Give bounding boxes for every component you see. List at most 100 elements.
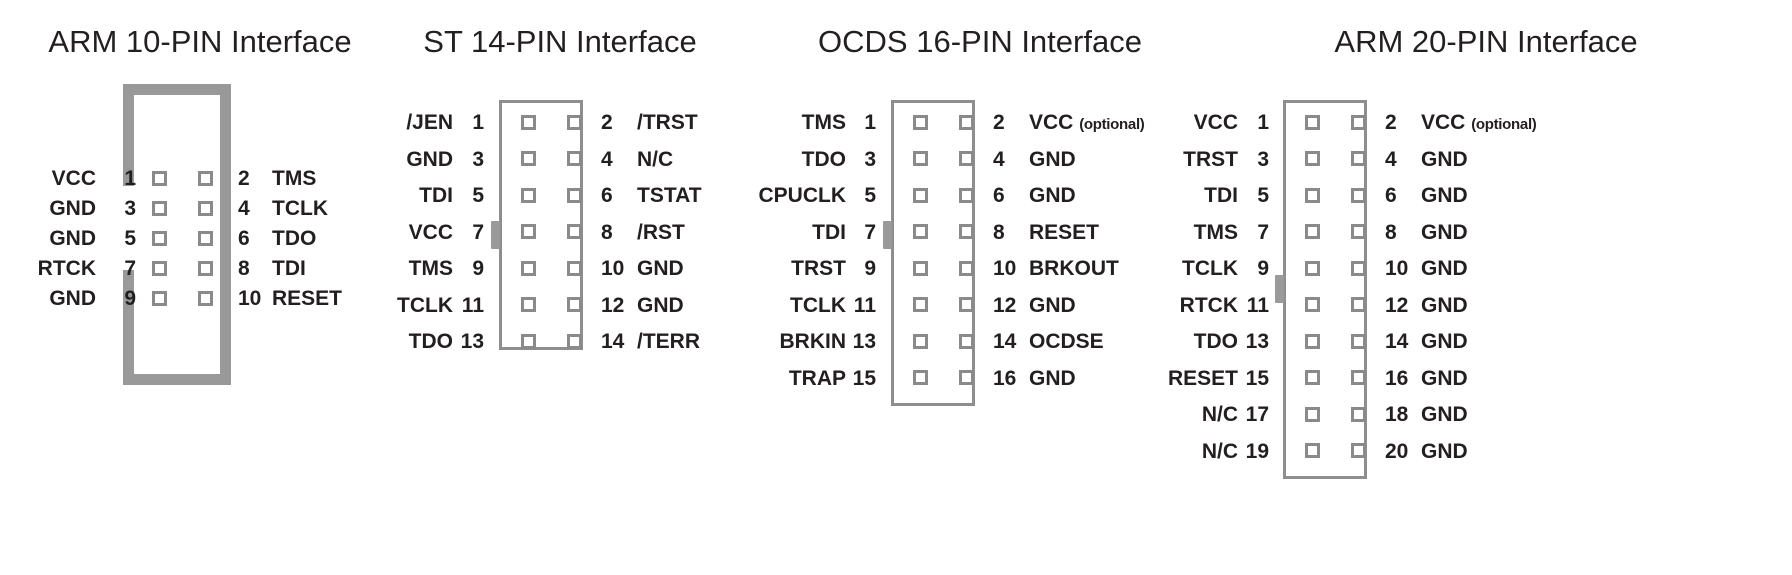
pin-signal-left: VCC [51, 167, 96, 190]
pin-number-left: 7 [472, 220, 484, 244]
pin-signal-right-text: RESET [272, 287, 343, 310]
pin-pad [152, 230, 167, 246]
pin-number-right: 14 [993, 330, 1017, 353]
pin-signal-right: GND [1421, 368, 1468, 389]
pin-signal-right: TSTAT [637, 185, 702, 206]
pin-pad [567, 224, 582, 239]
pin-pad [567, 260, 582, 276]
pin-pad [521, 224, 536, 239]
pin-pad [1351, 224, 1366, 239]
pin-number-left: 13 [1245, 330, 1269, 353]
pin-number-left: 11 [853, 293, 876, 317]
pin-number-left: 9 [472, 257, 484, 280]
pin-pad [198, 260, 213, 276]
pin-pad [1305, 333, 1320, 349]
pin-signal-right: GND [1421, 295, 1468, 316]
pin-signal-left: RTCK [37, 257, 96, 280]
connector-panel-1: ARM 10-PIN Interface [0, 0, 400, 575]
pin-pad [913, 151, 928, 166]
pin-signal-left: RTCK [1179, 293, 1238, 317]
connector-panel-2: ST 14-PIN Interface [380, 0, 740, 575]
pin-pad [1305, 406, 1320, 422]
pin-pad [959, 114, 974, 130]
pin-pad [1305, 114, 1320, 130]
pin-signal-right: /TERR [637, 331, 700, 352]
pin-number-right: 16 [1385, 366, 1409, 390]
pin-number-right: 8 [601, 220, 613, 244]
pin-signal-right: RESET [1029, 222, 1099, 243]
pin-signal-right-text: VCC [1421, 111, 1466, 134]
pin-signal-left: VCC [1193, 111, 1238, 134]
pin-signal-right: RESET [272, 288, 342, 309]
pin-number-right: 10 [238, 287, 262, 310]
connector-notch [1275, 275, 1284, 303]
pin-signal-right-text: GND [1421, 220, 1468, 244]
pin-pad [1305, 297, 1320, 312]
pin-signal-right: GND [1421, 258, 1468, 279]
pin-pad [198, 170, 213, 186]
pin-pad [567, 187, 582, 203]
pin-signal-right-text: GND [1029, 147, 1076, 171]
pin-number-right: 2 [601, 111, 613, 134]
pin-pad [1351, 297, 1366, 312]
pin-pad [959, 333, 974, 349]
pin-signal-right-text: GND [1029, 184, 1076, 207]
pin-number-left: 7 [864, 220, 876, 244]
pin-pad [1305, 370, 1320, 385]
pin-pad [198, 290, 213, 306]
pin-number-left: 11 [461, 293, 484, 317]
pin-signal-right: GND [1421, 149, 1468, 170]
pin-signal-left: BRKIN [779, 330, 847, 353]
pin-signal-right-text: GND [1421, 184, 1468, 207]
pin-signal-left: TRST [1183, 147, 1238, 171]
pin-number-right: 6 [601, 184, 613, 207]
connector-panel-3: OCDS 16-PIN Interface [770, 0, 1190, 575]
pin-signal-left: TCLK [790, 293, 846, 317]
pin-number-right: 6 [238, 227, 250, 250]
pin-number-right: 2 [1385, 111, 1397, 134]
pin-number-right: 20 [1385, 439, 1409, 463]
pin-pad [913, 224, 928, 239]
pin-signal-left: CPUCLK [758, 184, 847, 207]
connector-title: OCDS 16-PIN Interface [818, 24, 1142, 59]
pin-number-right: 10 [993, 257, 1017, 280]
pin-signal-left: TDO [408, 330, 453, 353]
pin-pad [1351, 260, 1366, 276]
pin-pad [1305, 151, 1320, 166]
pin-signal-left: TCLK [397, 293, 453, 317]
pin-signal-right: TMS [272, 168, 316, 189]
pin-signal-right: GND [637, 295, 684, 316]
pin-number-left: 9 [864, 257, 876, 280]
pin-signal-left: VCC [408, 220, 453, 244]
pin-number-right: 10 [601, 257, 625, 280]
pin-signal-left: N/C [1201, 403, 1238, 426]
connector-title: ARM 10-PIN Interface [48, 24, 352, 59]
pin-signal-right: TDO [272, 228, 316, 249]
pin-signal-right: TDI [272, 258, 306, 279]
pin-signal-left: TDI [1204, 184, 1238, 207]
pin-signal-left: RESET [1167, 366, 1238, 390]
pin-pad [1351, 443, 1366, 458]
pin-pad [521, 114, 536, 130]
connector-shell [123, 84, 231, 385]
pin-signal-right: GND [1421, 404, 1468, 425]
pin-signal-right: VCC (optional) [1029, 112, 1145, 133]
pin-number-left: 11 [1246, 293, 1269, 317]
pin-signal-right: GND [1029, 185, 1076, 206]
pin-pad [152, 200, 167, 216]
pin-number-left: 1 [1257, 111, 1269, 134]
pin-number-left: 15 [852, 366, 876, 390]
pin-pad [198, 200, 213, 216]
pin-signal-right: GND [637, 258, 684, 279]
pin-signal-right-text: BRKOUT [1029, 257, 1119, 280]
pin-pad [567, 151, 582, 166]
pin-number-left: 7 [124, 257, 136, 280]
pin-signal-right: GND [1421, 222, 1468, 243]
pin-number-left: 3 [472, 147, 484, 171]
pin-signal-right: GND [1421, 441, 1468, 462]
pin-number-left: 5 [1257, 184, 1269, 207]
pin-signal-right: BRKOUT [1029, 258, 1119, 279]
pin-signal-left: TMS [801, 111, 846, 134]
pin-signal-right-text: /TERR [637, 330, 700, 353]
